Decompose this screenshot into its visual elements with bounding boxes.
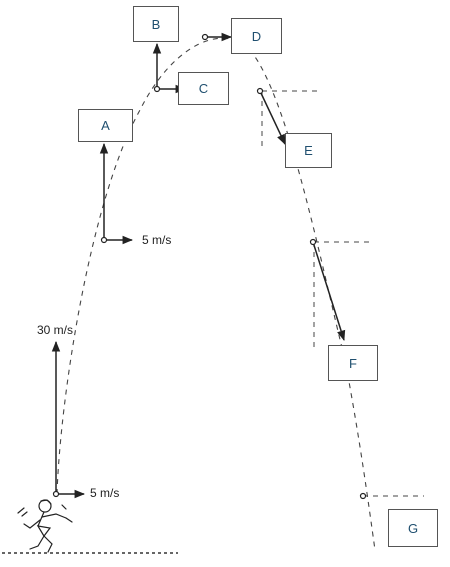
- box-e-label: E: [304, 143, 313, 158]
- bc-point: [153, 85, 161, 93]
- d-point: [201, 33, 209, 41]
- box-f: F: [328, 345, 378, 381]
- e-point: [256, 87, 264, 95]
- box-b: B: [133, 6, 179, 42]
- box-g-label: G: [407, 520, 419, 536]
- box-e: E: [285, 133, 332, 168]
- g-point: [359, 492, 367, 500]
- box-g: G: [388, 509, 438, 547]
- box-c-label: C: [198, 81, 209, 96]
- f-point: [309, 238, 317, 246]
- launch-horizontal-velocity-label: 5 m/s: [90, 486, 120, 500]
- box-a-label: A: [101, 118, 110, 133]
- f-velocity-vector: [312, 241, 346, 342]
- box-d-label: D: [251, 28, 262, 44]
- vertical-velocity-label: 30 m/s: [37, 323, 74, 337]
- box-b-label: B: [151, 16, 161, 32]
- launch-point: [52, 490, 60, 498]
- point-horizontal-velocity-label: 5 m/s: [142, 233, 172, 247]
- e-velocity-vector: [259, 90, 286, 145]
- box-d: D: [231, 18, 282, 54]
- box-a: A: [78, 109, 133, 142]
- runner-figure: [17, 499, 73, 553]
- a-point: [100, 236, 108, 244]
- box-f-label: F: [349, 355, 357, 371]
- box-c: C: [178, 72, 229, 105]
